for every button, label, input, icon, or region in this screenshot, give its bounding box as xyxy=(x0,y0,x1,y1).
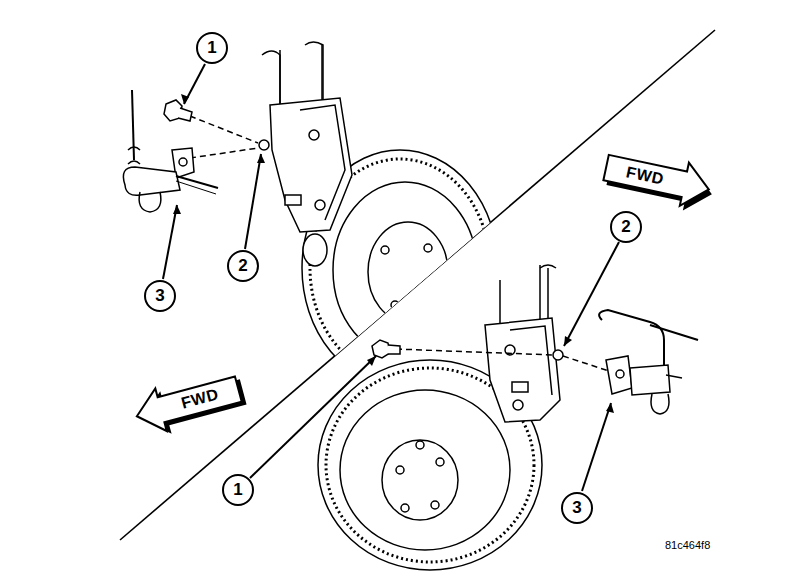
mounting-hole xyxy=(553,350,563,360)
callout-number: 2 xyxy=(227,250,259,282)
wheel-speed-sensor xyxy=(123,90,218,212)
bolt-axis xyxy=(396,349,553,355)
knuckle xyxy=(270,98,352,232)
mounting-bolt xyxy=(372,340,400,358)
callout-number: 2 xyxy=(610,211,642,243)
leader-lines xyxy=(163,64,619,491)
callout-number: 1 xyxy=(222,474,254,506)
divider-line xyxy=(120,30,715,540)
bolt-axis xyxy=(190,116,258,143)
wheel-speed-sensor xyxy=(599,310,698,414)
forward-arrow xyxy=(131,367,249,442)
lower-view xyxy=(318,265,563,570)
sensor-axis xyxy=(190,148,258,158)
callout-number: 3 xyxy=(144,280,176,312)
mounting-bolt xyxy=(164,100,192,121)
callout-number: 3 xyxy=(561,492,593,524)
sensor-axis xyxy=(563,356,612,372)
callout-number: 1 xyxy=(196,32,228,64)
upper-view xyxy=(259,42,498,386)
mounting-hole xyxy=(259,140,269,150)
knuckle xyxy=(485,318,560,422)
forward-arrow xyxy=(601,146,718,216)
figure-code: 81c464f8 xyxy=(665,539,710,551)
